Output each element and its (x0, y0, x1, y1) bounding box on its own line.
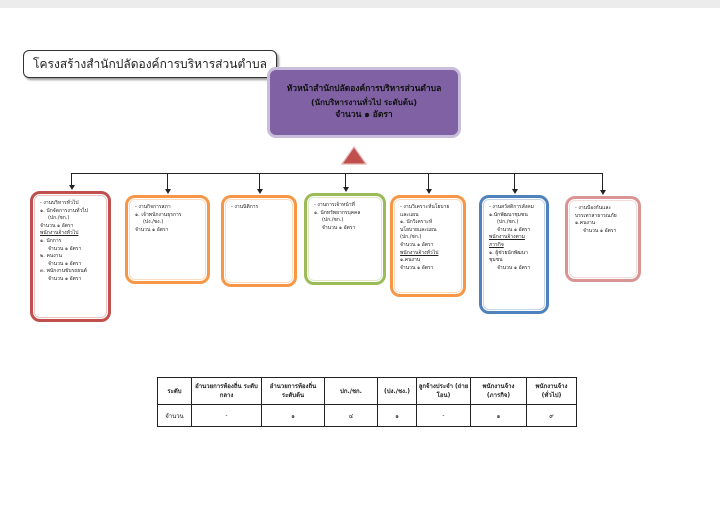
unit-box-1: - งานบริหารทั่วไป๑. นักจัดการงานทั่วไป (… (30, 191, 111, 322)
unit-box-5: - งานวิเคราะห์นโยบายและแผน๑. นักวิเคราะห… (390, 195, 466, 297)
table-cell: - (191, 404, 262, 427)
staff-summary-table: ระดับอำนวยการท้องถิ่น ระดับกลางอำนวยการท… (157, 377, 577, 427)
unit-box-6: - งานสวัสดิการสังคม๑.นักพัฒนาชุมชน (ปก./… (479, 195, 549, 314)
unit-line: (ปก./ชก.) (489, 219, 519, 226)
unit-line: - งานวิเคราะห์นโยบาย (400, 204, 450, 210)
arrow-down-icon (511, 189, 518, 194)
unit-line: จำนวน ๑ อัตรา (40, 260, 82, 267)
unit-line: ๑. นักการ (40, 237, 62, 244)
table-header-cell: พนักงานจ้าง (ทั่วไป) (526, 377, 577, 405)
unit-line: (ปก./ชก.) (400, 234, 422, 241)
table-header-cell: (ปง./ชง.) (377, 377, 417, 405)
unit-line: - งานป้องกันและ (575, 205, 612, 211)
table-cell: ๑ (377, 404, 417, 427)
unit-box-3: - งานนิติการ (221, 195, 297, 287)
unit-line: ภารกิจ (489, 241, 504, 248)
unit-line: พนักงานจ้างทั่วไป (400, 249, 439, 256)
head-level: (นักบริหารงานทั่วไป ระดับต้น) (310, 98, 418, 107)
unit-line: จำนวน ๑ อัตรา (135, 226, 169, 233)
unit-line: ๑. เจ้าพนักงานธุรการ (135, 211, 182, 218)
head-of-office-box: หัวหน้าสำนักปลัดองค์การบริหารส่วนตำบล (น… (267, 67, 461, 138)
unit-box-7: - งานป้องกันและบรรเทาสาธารณภัย๑.คนงาน จำ… (565, 196, 641, 282)
unit-line: - งานสวัสดิการสังคม (489, 204, 534, 210)
head-position: หัวหน้าสำนักปลัดองค์การบริหารส่วนตำบล (286, 84, 442, 94)
unit-line: จำนวน ๑ อัตรา (40, 222, 74, 229)
unit-line: จำนวน ๑ อัตรา (40, 245, 82, 252)
unit-line: ๓. พนักงานขับรถยนต์ (40, 268, 87, 275)
connector-drop (71, 173, 72, 186)
table-header-cell: อำนวยการท้องถิ่น ระดับกลาง (191, 377, 262, 405)
unit-line: ๑.คนงาน (400, 257, 421, 264)
unit-line: จำนวน ๑ อัตรา (400, 264, 434, 271)
unit-line: ๑. นักวิเคราะห์ (400, 219, 433, 226)
connector-drop (259, 173, 260, 190)
unit-line: (ปง./ชง.) (135, 219, 164, 226)
connector-drop (428, 173, 429, 190)
connector-line (71, 173, 602, 174)
unit-line: จำนวน ๑ อัตรา (40, 275, 82, 282)
unit-line: จำนวน ๑ อัตรา (489, 264, 531, 271)
connector-drop (167, 173, 168, 190)
table-cell: ๙ (526, 404, 577, 427)
unit-line: - งานการเจ้าหน้าที่ (314, 202, 355, 208)
unit-line: ๒. คนงาน (40, 253, 62, 260)
table-header-cell: ปก./ชก. (324, 377, 378, 405)
arrow-down-icon (256, 189, 263, 194)
unit-line: ๑. ผู้ช่วยนักพัฒนา (489, 249, 528, 256)
connector-drop (602, 173, 603, 191)
connector-drop (345, 173, 346, 188)
unit-box-4: - งานการเจ้าหน้าที่๑. นักทรัพยากรบุคคล (… (304, 193, 386, 285)
table-header-cell: พนักงานจ้าง (ภารกิจ) (470, 377, 527, 405)
unit-line: จำนวน ๑ อัตรา (400, 241, 434, 248)
unit-line: จำนวน ๑ อัตรา (314, 224, 356, 231)
unit-line: นโยบายและแผน (400, 226, 437, 233)
arrow-down-icon (599, 190, 606, 195)
table-cell: ๔ (324, 404, 378, 427)
unit-line: (ปก./ชก.) (40, 215, 70, 222)
arrow-down-icon (342, 187, 349, 192)
unit-line: - งานบริหารทั่วไป (40, 200, 79, 206)
connector-drop (514, 173, 515, 190)
table-cell: - (416, 404, 471, 427)
table-header-cell: อำนวยการท้องถิ่น ระดับต้น (261, 377, 325, 405)
head-count: จำนวน ๑ อัตรา (335, 110, 393, 120)
unit-line: จำนวน ๑ อัตรา (575, 227, 617, 234)
chart-title: โครงสร้างสำนักปลัดองค์การบริหารส่วนตำบล (23, 50, 277, 78)
unit-line: ๑. นักจัดการงานทั่วไป (40, 207, 88, 214)
unit-line: (ปก./ชก.) (314, 217, 344, 224)
unit-line: พนักงานจ้างทั่วไป (40, 230, 79, 237)
table-cell: ๑ (261, 404, 325, 427)
unit-line: บรรเทาสาธารณภัย (575, 212, 617, 219)
table-row-label: จำนวน (157, 404, 192, 427)
unit-line: พนักงานจ้างตาม (489, 234, 525, 241)
unit-line: ๑.คนงาน (575, 220, 596, 227)
table-header-cell: ระดับ (157, 377, 192, 405)
unit-line: และแผน (400, 211, 419, 218)
unit-line: ๑. นักทรัพยากรบุคคล (314, 209, 361, 216)
unit-box-2: - งานกิจการสภา๑. เจ้าพนักงานธุรการ (ปง./… (125, 195, 210, 284)
unit-line: ชุมชน (489, 257, 503, 264)
triangle-icon (341, 146, 367, 165)
table-header-cell: ลูกจ้างประจำ (ถ่ายโอน) (416, 377, 471, 405)
unit-line: ๑.นักพัฒนาชุมชน (489, 211, 528, 218)
unit-line: จำนวน ๑ อัตรา (489, 226, 531, 233)
table-cell: ๑ (470, 404, 527, 427)
arrow-down-icon (164, 189, 171, 194)
arrow-down-icon (68, 185, 75, 190)
arrow-down-icon (425, 189, 432, 194)
unit-line: - งานนิติการ (231, 204, 259, 210)
unit-line: - งานกิจการสภา (135, 204, 171, 210)
top-strip (0, 0, 720, 8)
